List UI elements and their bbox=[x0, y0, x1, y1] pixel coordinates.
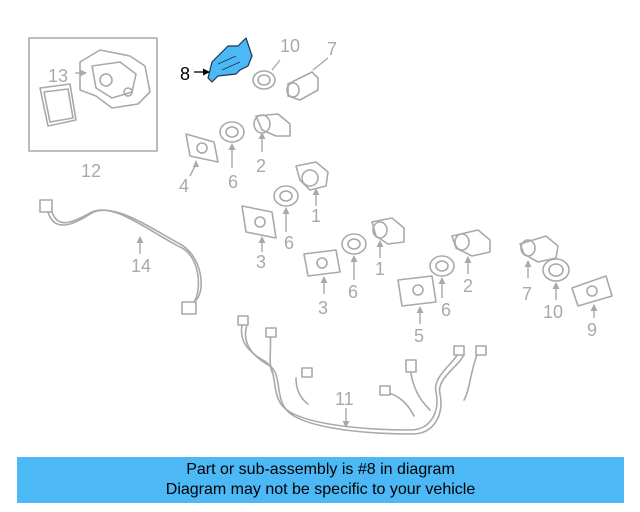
label-6-d: 6 bbox=[441, 300, 451, 320]
label-5: 5 bbox=[414, 326, 424, 346]
label-3-b: 3 bbox=[318, 298, 328, 318]
label-14: 14 bbox=[131, 256, 151, 276]
label-6-c: 6 bbox=[348, 282, 358, 302]
retainer-ring-6c bbox=[341, 233, 367, 280]
parking-sensor-2a bbox=[253, 113, 291, 152]
retainer-ring-10b bbox=[542, 258, 570, 300]
label-3-a: 3 bbox=[256, 252, 266, 272]
label-6-b: 6 bbox=[284, 233, 294, 253]
wiring-harness-11 bbox=[237, 315, 487, 435]
label-8: 8 bbox=[180, 64, 190, 84]
sensor-bracket-highlighted bbox=[194, 37, 253, 83]
label-2-a: 2 bbox=[256, 156, 266, 176]
control-module-assembly bbox=[28, 37, 158, 152]
parking-sensor-7b bbox=[519, 235, 559, 278]
sensor-bezel-9 bbox=[571, 275, 613, 318]
parts-diagram: 13 12 8 10 7 4 6 2 1 6 3 3 6 1 5 6 2 7 1… bbox=[28, 36, 613, 435]
banner-line-1: Part or sub-assembly is #8 in diagram bbox=[186, 461, 455, 478]
label-10-b: 10 bbox=[543, 302, 563, 322]
label-12: 12 bbox=[81, 161, 101, 181]
retainer-ring-6a bbox=[219, 121, 245, 168]
parking-sensor-1a bbox=[295, 161, 329, 206]
retainer-ring-top bbox=[252, 59, 281, 90]
label-13: 13 bbox=[48, 66, 68, 86]
label-10-top: 10 bbox=[280, 36, 300, 56]
sensor-bezel-4 bbox=[185, 133, 219, 177]
label-9: 9 bbox=[587, 320, 597, 340]
label-7-b: 7 bbox=[522, 284, 532, 304]
label-1-b: 1 bbox=[375, 259, 385, 279]
wiring-harness-14 bbox=[39, 199, 202, 315]
label-2-b: 2 bbox=[463, 276, 473, 296]
sensor-bezel-5 bbox=[397, 275, 437, 324]
parking-sensor-2b bbox=[451, 229, 491, 274]
banner-line-2: Diagram may not be specific to your vehi… bbox=[165, 481, 476, 498]
sensor-bezel-3a bbox=[241, 205, 277, 252]
label-11: 11 bbox=[335, 389, 354, 409]
parking-sensor-top bbox=[286, 57, 329, 101]
label-6-a: 6 bbox=[228, 172, 238, 192]
parking-sensor-1b bbox=[371, 217, 405, 258]
label-4: 4 bbox=[179, 176, 189, 196]
sensor-bezel-3b bbox=[303, 249, 341, 294]
retainer-ring-6d bbox=[429, 255, 455, 298]
label-7-top: 7 bbox=[327, 39, 337, 59]
retainer-ring-6b bbox=[273, 185, 299, 232]
info-banner: Part or sub-assembly is #8 in diagram Di… bbox=[17, 457, 624, 503]
label-1-a: 1 bbox=[311, 206, 321, 226]
